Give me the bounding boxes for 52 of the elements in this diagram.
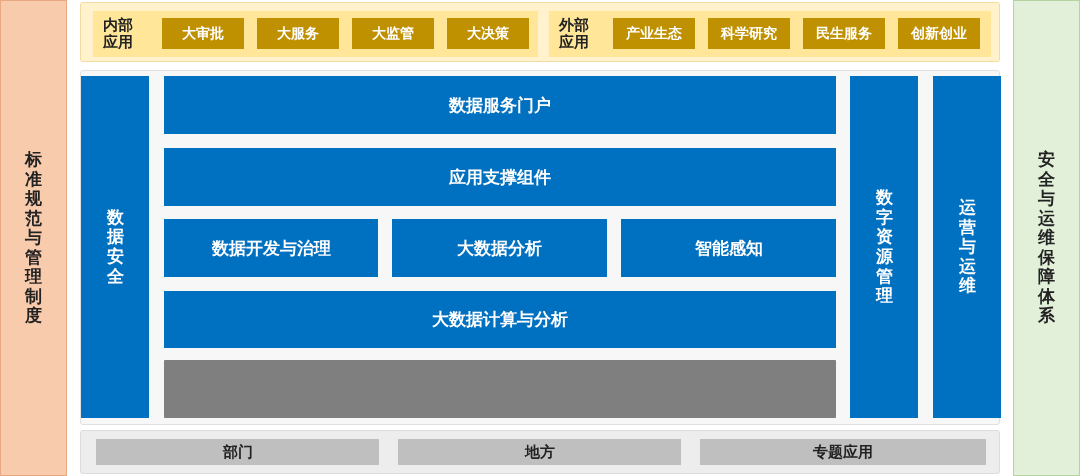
application-panel xyxy=(80,2,1000,62)
box-label: 大监管 xyxy=(372,24,414,43)
pillar-box xyxy=(933,76,1001,418)
layer-box xyxy=(392,219,607,277)
application-box xyxy=(352,18,434,49)
layer-box xyxy=(164,291,836,348)
box-label: 创新创业 xyxy=(911,24,967,43)
platform-panel xyxy=(80,70,1000,425)
application-box xyxy=(257,18,339,49)
pillar-label: 数据安全 xyxy=(106,207,124,287)
application-box xyxy=(162,18,244,49)
pillar-label: 运营与运维 xyxy=(958,198,976,296)
application-box xyxy=(708,18,790,49)
application-group xyxy=(549,11,991,57)
application-box xyxy=(447,18,529,49)
box-label: 科学研究 xyxy=(721,24,777,43)
layer-box xyxy=(164,76,836,134)
side-panel xyxy=(1013,0,1080,476)
panel-title: 标准规范与管理制度 xyxy=(25,150,42,326)
layer-label: 数据服务门户 xyxy=(449,93,551,117)
layer-label: 数据开发与治理 xyxy=(211,236,331,260)
group-label: 内部应用 xyxy=(103,16,134,52)
cloud-layer-bar xyxy=(164,360,836,418)
source-bar xyxy=(96,439,379,465)
pillar-box xyxy=(81,76,149,418)
pillar-box xyxy=(850,76,918,418)
box-label: 民生服务 xyxy=(816,24,872,43)
application-box xyxy=(803,18,885,49)
box-label: 产业生态 xyxy=(626,24,682,43)
layer-box xyxy=(621,219,836,277)
box-label: 大服务 xyxy=(277,24,319,43)
application-box xyxy=(613,18,695,49)
group-label: 外部应用 xyxy=(559,16,590,52)
source-bar xyxy=(398,439,681,465)
application-group xyxy=(93,11,538,57)
layer-label: 应用支撑组件 xyxy=(449,165,551,189)
source-label: 部门 xyxy=(222,442,253,462)
pillar-label: 数字资源管理 xyxy=(875,188,893,306)
layer-label: 智能感知 xyxy=(694,236,763,260)
box-label: 大审批 xyxy=(182,24,224,43)
source-label: 地方 xyxy=(524,442,555,462)
layer-box xyxy=(164,219,378,277)
panel-title: 安全与运维保障体系 xyxy=(1038,150,1055,326)
source-label: 专题应用 xyxy=(813,442,873,462)
side-panel xyxy=(0,0,67,476)
layer-label: 大数据分析 xyxy=(457,236,542,260)
application-box xyxy=(898,18,980,49)
source-bar xyxy=(700,439,986,465)
layer-label: 大数据计算与分析 xyxy=(432,308,568,331)
box-label: 大决策 xyxy=(467,24,509,43)
layer-box xyxy=(164,148,836,206)
source-panel xyxy=(80,430,1000,474)
